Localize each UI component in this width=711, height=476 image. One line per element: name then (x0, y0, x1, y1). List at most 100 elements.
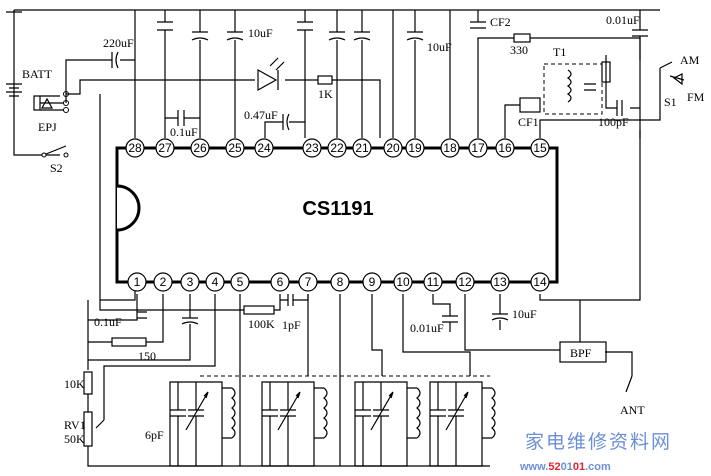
t1-box (543, 63, 603, 115)
label-c01u-b: 0.1uF (94, 315, 122, 329)
label-c6p: 6pF (145, 428, 164, 442)
top-pin-label-21: 21 (355, 141, 369, 155)
bottom-pin-label-1: 1 (134, 275, 141, 289)
epj-jack-symbol (33, 91, 69, 113)
label-c001-b: 0.01uF (410, 321, 444, 335)
resistor-150 (111, 337, 147, 347)
top-pin-label-18: 18 (443, 141, 457, 155)
bottom-pin-3 (180, 272, 200, 292)
top-pin-label-16: 16 (498, 141, 512, 155)
bottom-pin-6 (270, 272, 290, 292)
bottom-pin-label-3: 3 (187, 275, 194, 289)
top-pin-label-28: 28 (128, 141, 142, 155)
bottom-pin-label-12: 12 (458, 275, 472, 289)
cap-220uf (111, 51, 119, 69)
tuning-gang-3 (354, 381, 421, 467)
resistor-330 (513, 33, 531, 43)
label-cf2: CF2 (490, 15, 511, 29)
top-pin-20 (383, 138, 403, 158)
label-batt: BATT (22, 67, 53, 81)
wire-pin16 (504, 104, 520, 138)
bottom-pin-8 (330, 272, 350, 292)
label-c047: 0.47uF (244, 108, 278, 122)
label-r330: 330 (510, 43, 528, 57)
top-pin-label-19: 19 (408, 141, 422, 155)
label-c10u-top: 10uF (248, 26, 273, 40)
cf1-box (519, 97, 541, 113)
tuning-gangs (169, 381, 496, 467)
bottom-pin-9 (362, 272, 382, 292)
wire-pin15 (539, 68, 661, 138)
t1-cap (584, 83, 596, 91)
top-pin-label-24: 24 (257, 141, 271, 155)
label-s2: S2 (50, 161, 63, 175)
label-bpf: BPF (570, 346, 592, 360)
bottom-pin-label-2: 2 (160, 275, 167, 289)
bottom-pin-10 (393, 272, 413, 292)
t1-coil (566, 69, 572, 103)
tuning-gang-4 (429, 381, 496, 467)
watermark-url: www.520101.com (519, 461, 611, 473)
s2-switch-symbol (41, 145, 69, 158)
bottom-pin-12 (455, 272, 475, 292)
wire-bpf (579, 300, 633, 376)
top-pin-label-17: 17 (471, 141, 485, 155)
top-pin-19 (405, 138, 425, 158)
top-pin-18 (440, 138, 460, 158)
cap-pin25-top (226, 31, 244, 41)
watermark-site: 家电维修资料网 (525, 431, 672, 453)
label-cf1: CF1 (518, 115, 539, 129)
top-pin-23 (302, 138, 322, 158)
cap-047 (264, 113, 305, 138)
resistor-1k (317, 75, 333, 85)
label-s1: S1 (664, 95, 677, 109)
wire-pin3 (88, 294, 199, 361)
cap-001-top (632, 10, 648, 60)
battery-symbol (6, 83, 22, 97)
cap-01u-b (88, 311, 147, 321)
wire-pin14 (539, 130, 641, 301)
label-r1k: 1K (318, 87, 333, 101)
top-pin-15 (530, 138, 550, 158)
bottom-pin-label-13: 13 (493, 275, 507, 289)
label-r150: 150 (138, 349, 156, 363)
bottom-pin-label-5: 5 (237, 275, 244, 289)
cap-01u-top (165, 110, 200, 126)
label-r10k: 10K (64, 377, 85, 391)
cap-100pf (616, 100, 623, 116)
resistor-100k (243, 305, 275, 315)
bottom-pin-1 (127, 272, 147, 292)
bottom-pin-label-11: 11 (427, 275, 440, 289)
resistor-10k (83, 371, 93, 395)
top-pin-label-15: 15 (533, 141, 547, 155)
cap-pin19-top (406, 31, 424, 41)
label-t1: T1 (553, 45, 566, 59)
label-c220: 220uF (103, 36, 134, 50)
antenna (625, 375, 633, 393)
label-r100k: 100K (248, 317, 275, 331)
top-pin-label-25: 25 (228, 141, 242, 155)
bpf-box (559, 341, 607, 363)
bottom-pin-label-9: 9 (369, 275, 376, 289)
top-pin-label-26: 26 (193, 141, 207, 155)
top-pin-label-23: 23 (305, 141, 319, 155)
top-pin-26 (190, 138, 210, 158)
bottom-pin-14 (530, 272, 550, 292)
label-epj: EPJ (38, 120, 57, 134)
label-rv1: RV1 (64, 418, 86, 432)
bottom-pin-13 (490, 272, 510, 292)
bottom-pin-5 (230, 272, 250, 292)
bottom-pin-label-14: 14 (533, 275, 547, 289)
top-pin-label-22: 22 (330, 141, 344, 155)
tuning-gang-2 (261, 381, 328, 467)
label-c10u-b: 10uF (427, 40, 452, 54)
label-c1p: 1pF (282, 318, 301, 332)
wire-pin1 (125, 294, 138, 321)
label-rv1v: 50K (64, 432, 85, 446)
bottom-pin-label-4: 4 (212, 275, 219, 289)
bottom-pin-11 (423, 272, 443, 292)
